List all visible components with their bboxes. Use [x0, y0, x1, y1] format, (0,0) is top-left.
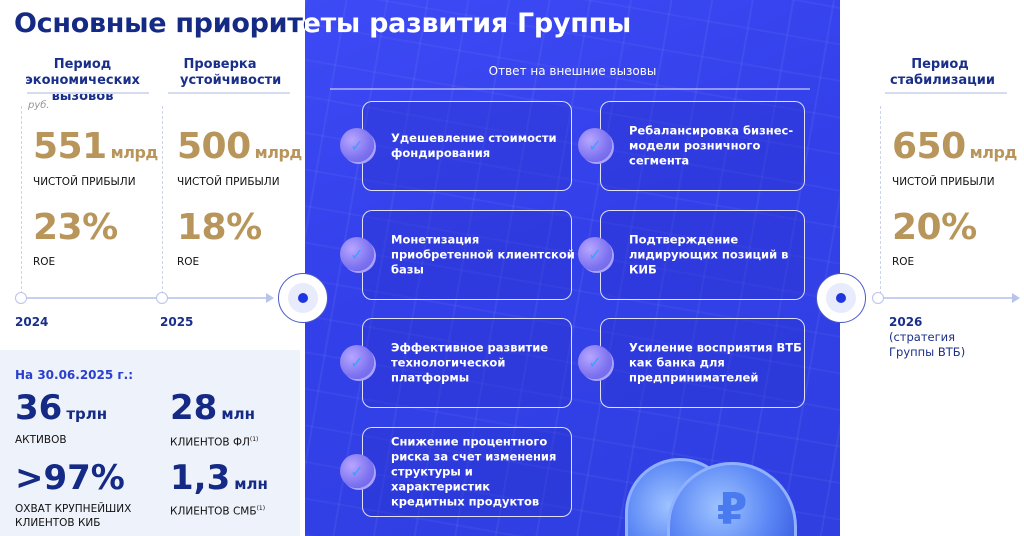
roe-2026: 20%: [892, 207, 977, 248]
year-2025: 2025: [160, 315, 194, 329]
response-heading: Ответ на внешние вызовы: [488, 64, 657, 78]
arrow-icon: [1012, 293, 1020, 303]
stat-cib-label: ОХВАТ КРУПНЕЙШИХ КЛИЕНТОВ КИБ: [15, 503, 132, 529]
divider: [885, 92, 1007, 94]
divider: [168, 92, 290, 94]
stats-date: На 30.06.2025 г.:: [15, 368, 134, 382]
priority-card: Подтверждение лидирующих позиций в КИБ: [600, 210, 805, 300]
year-note: (стратегия Группы ВТБ): [889, 330, 966, 359]
profit-label: ЧИСТОЙ ПРИБЫЛИ: [892, 176, 995, 188]
period-heading-2026: Период стабилизации: [890, 57, 996, 88]
check-icon: ✓: [340, 345, 374, 379]
timeline-target-icon: [278, 273, 328, 323]
check-icon: ✓: [340, 128, 374, 162]
timeline-target-icon: [816, 273, 866, 323]
timeline-dot-2025: [156, 292, 168, 304]
timeline-dot-2026: [872, 292, 884, 304]
stat-assets-label: АКТИВОВ: [15, 434, 67, 446]
roe-label: ROE: [33, 256, 56, 268]
unit-note: руб.: [28, 100, 50, 111]
priority-card: Удешевление стоимости фондирования: [362, 101, 572, 191]
timeline: [20, 297, 268, 299]
check-icon: ✓: [340, 237, 374, 271]
roe-label: ROE: [177, 256, 200, 268]
check-icon: ✓: [578, 345, 612, 379]
response-panel: ₽: [305, 0, 840, 536]
check-icon: ✓: [340, 454, 374, 488]
profit-label: ЧИСТОЙ ПРИБЫЛИ: [177, 176, 280, 188]
stat-cib-coverage: >97%: [15, 458, 125, 498]
check-icon: ✓: [578, 128, 612, 162]
roe-label: ROE: [892, 256, 915, 268]
divider: [27, 92, 149, 94]
arrow-icon: [266, 293, 274, 303]
roe-2025: 18%: [177, 207, 262, 248]
divider: [21, 106, 22, 294]
stat-retail-label: КЛИЕНТОВ ФЛ(1): [170, 436, 259, 449]
priority-card: Усиление восприятия ВТБ как банка для пр…: [600, 318, 805, 408]
period-heading-2024: Период экономических вызовов: [25, 57, 140, 104]
year-2024: 2024: [15, 315, 49, 329]
priority-card: Монетизация приобретенной клиентской баз…: [362, 210, 575, 300]
divider: [162, 106, 163, 294]
year-2026: 2026: [889, 315, 923, 329]
roe-2024: 23%: [33, 207, 118, 248]
priority-card: Снижение процентного риска за счет измен…: [362, 427, 572, 517]
profit-label: ЧИСТОЙ ПРИБЫЛИ: [33, 176, 136, 188]
timeline-dot-2024: [15, 292, 27, 304]
priority-card: Эффективное развитие технологической пла…: [362, 318, 572, 408]
stat-smb-label: КЛИЕНТОВ СМБ(1): [170, 505, 266, 518]
period-heading-2025: Проверка устойчивости: [180, 57, 282, 88]
divider: [330, 88, 810, 90]
priority-card: Ребалансировка бизнес-модели розничного …: [600, 101, 805, 191]
page-title: Основные приоритеты развития Группы: [14, 8, 632, 39]
timeline: [878, 297, 1013, 299]
divider: [880, 106, 881, 294]
check-icon: ✓: [578, 237, 612, 271]
